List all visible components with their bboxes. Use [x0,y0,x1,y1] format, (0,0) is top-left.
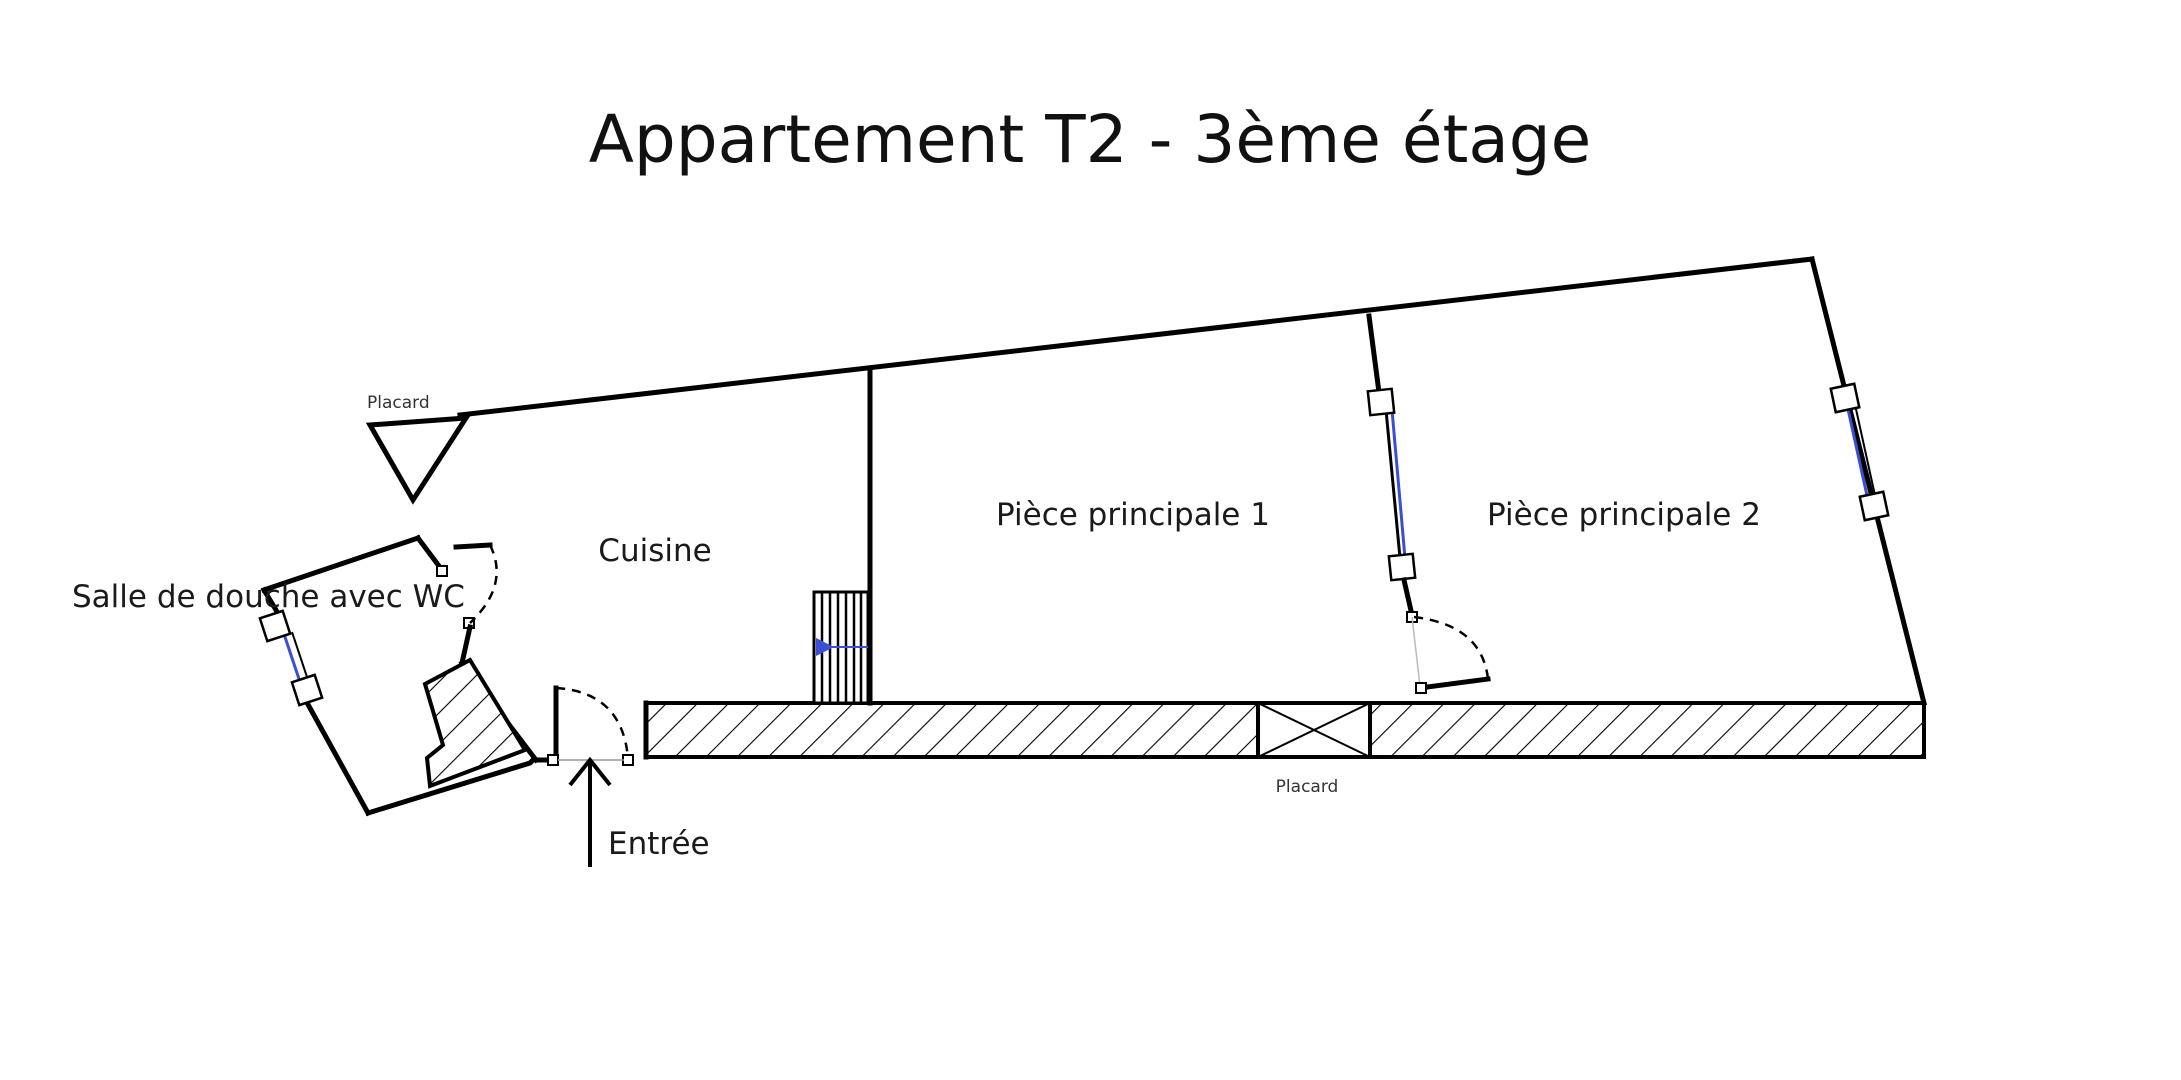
room-label-cuisine: Cuisine [598,533,711,569]
window-shower-room [258,609,324,707]
top-wall [457,256,1815,418]
entrance-arrow [568,756,612,867]
partition-room1-room2 [1366,313,1491,694]
placard-bottom-label: Placard [1276,777,1339,797]
shower-room-wall-bottom [364,756,537,817]
entrance-door [533,685,649,766]
door-shower-room [436,542,498,666]
kitchen-left-wall [414,534,446,574]
shower-room-wall-left-lower [296,686,372,817]
window-right-wall [1829,382,1890,522]
shower-wc-block [422,657,528,789]
room-label-piece-2: Pièce principale 2 [1487,497,1761,533]
placard-closet [1256,701,1372,759]
placard-top-label: Placard [367,393,430,413]
shower-room-wall-left [260,586,280,614]
page-title: Appartement T2 - 3ème étage [589,101,1592,178]
staircase [812,590,870,705]
entree-label: Entrée [608,826,710,862]
room-label-salle-de-douche: Salle de douche avec WC [72,579,465,615]
placard-triangle [365,415,471,505]
room-label-piece-1: Pièce principale 1 [996,497,1270,533]
shower-room-wall-top [260,534,422,594]
right-wall [1808,255,1928,707]
